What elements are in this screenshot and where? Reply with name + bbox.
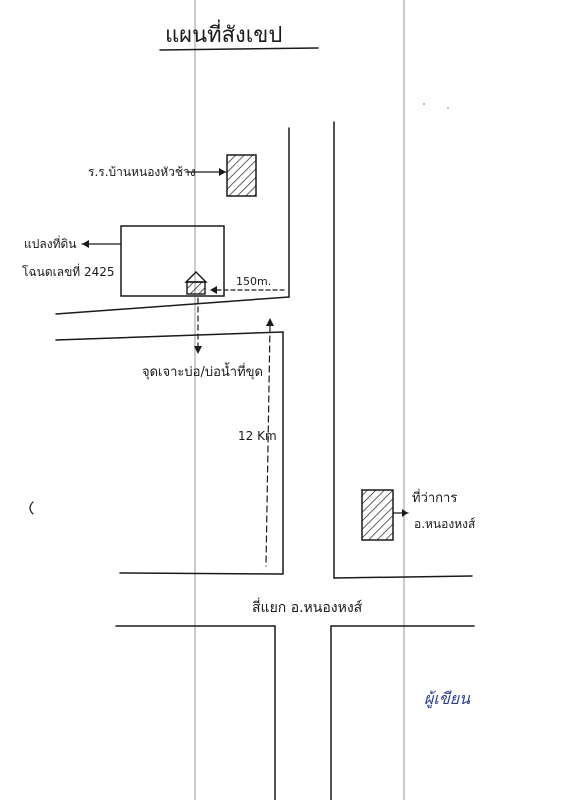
distance-150m-arrowhead (210, 286, 217, 294)
speck-mark-2 (447, 107, 449, 109)
district-office-building (361, 489, 394, 541)
distance-12km-label: 12 Km (238, 429, 277, 443)
margin-mark (29, 501, 34, 515)
signature: ผู้เขียน (424, 689, 471, 709)
district-name-label: อ.หนองหงส์ (414, 517, 476, 531)
parcel-label: แปลงที่ดิน (24, 235, 76, 251)
distance-150m-label: 150m. (236, 275, 271, 288)
map-title: แผนที่สังเขป (165, 19, 282, 48)
side-road (55, 296, 290, 341)
title-underline (159, 47, 319, 51)
distance-12km-line (265, 325, 271, 567)
distance-12km-arrowhead (266, 318, 274, 326)
well-site-label: จุดเจาะบ่อ/บ่อน้ำที่ขุด (142, 362, 263, 380)
school-arrowhead (219, 168, 226, 176)
cross-road (115, 572, 475, 627)
speck-mark (423, 103, 425, 105)
school-label: ร.ร.บ้านหนองหัวช้าง (88, 165, 196, 179)
land-parcel (120, 225, 225, 297)
school-building (226, 154, 257, 197)
main-road (274, 121, 335, 800)
house-icon (184, 271, 208, 295)
well-pointer-arrowhead (194, 346, 202, 354)
district-office-arrowhead (402, 509, 408, 517)
deed-label: โฉนดเลขที่ 2425 (22, 263, 115, 279)
district-office-label: ที่ว่าการ (412, 489, 457, 506)
parcel-arrowhead (82, 240, 89, 248)
intersection-label: สี่แยก อ.หนองหงส์ (252, 598, 363, 616)
